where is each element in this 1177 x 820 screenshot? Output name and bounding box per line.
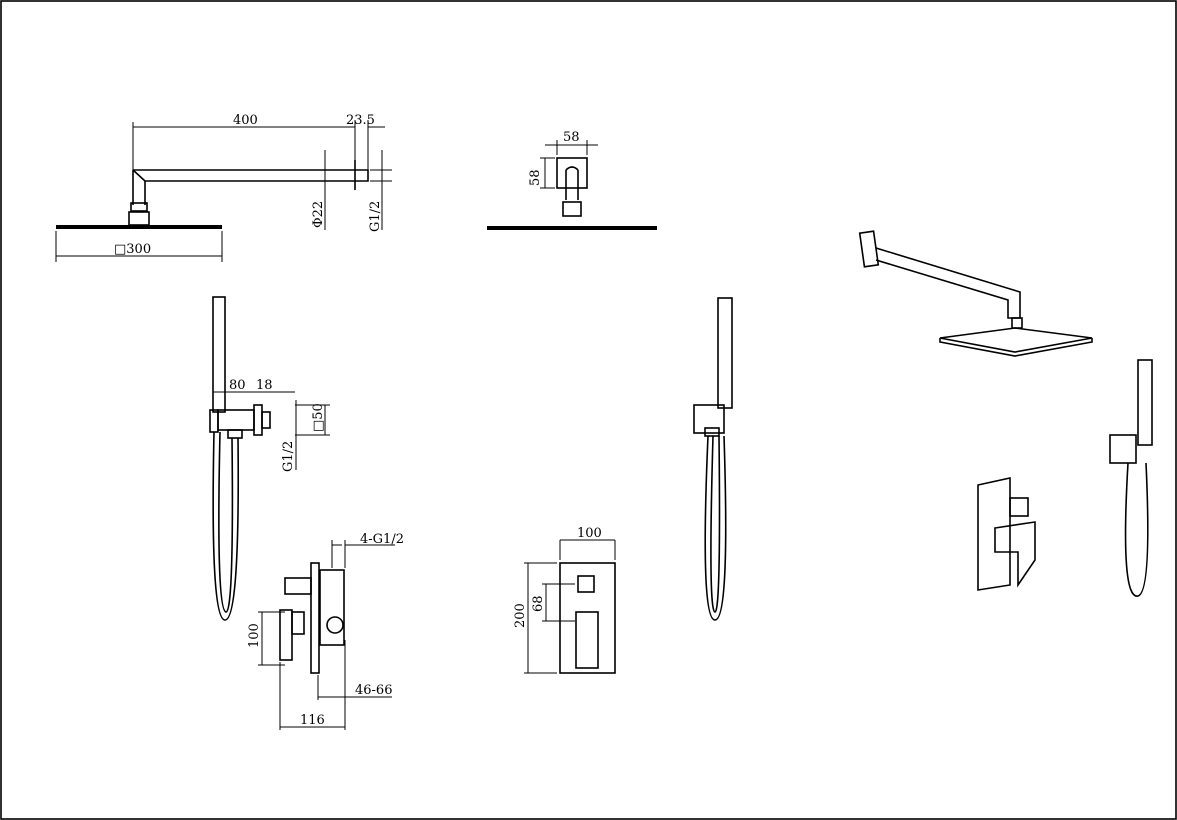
dim-holder-thread: G1/2 xyxy=(281,441,296,472)
dim-thread: G1/2 xyxy=(368,201,383,232)
dim-mixer-wall-depth: 46-66 xyxy=(355,683,392,698)
mixer-side-view: 4-G1/2 46-66 116 100 xyxy=(247,532,404,730)
showerhead-side-view: 400 23.5 Φ22 G1/2 □300 xyxy=(55,113,392,262)
handshower-front-view xyxy=(693,297,733,621)
dim-front-mixer-width: 100 xyxy=(577,526,602,541)
dim-flange: 23.5 xyxy=(346,113,375,128)
dim-front-mixer-spacing: 68 xyxy=(531,595,546,612)
dim-arm-diameter: Φ22 xyxy=(311,201,326,228)
isometric-views xyxy=(858,230,1153,597)
dim-arm-length: 400 xyxy=(233,113,258,128)
dim-holder-depth: 80 xyxy=(229,378,246,393)
dim-front-mixer-height: 200 xyxy=(513,603,528,628)
dim-mixer-total-depth: 116 xyxy=(300,713,325,728)
dim-front-width: 58 xyxy=(563,130,580,145)
dim-holder-plate: □50 xyxy=(311,403,326,432)
dim-holder-outlet: 18 xyxy=(256,378,273,393)
dim-head-size: □300 xyxy=(114,242,151,257)
dim-mixer-inlets: 4-G1/2 xyxy=(360,532,404,547)
handshower-side-view: 80 18 □50 G1/2 xyxy=(209,296,330,621)
dim-front-height: 58 xyxy=(528,169,543,186)
dim-mixer-handle-height: 100 xyxy=(247,623,262,648)
mixer-front-view: 100 200 68 xyxy=(513,526,616,674)
showerhead-front-view: 58 58 xyxy=(487,130,657,230)
